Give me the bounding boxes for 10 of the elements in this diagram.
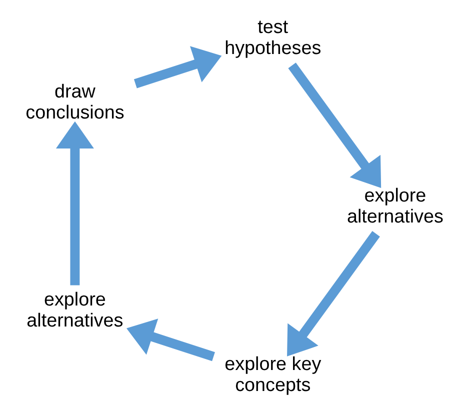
arrow (287, 231, 380, 356)
arrow (126, 318, 215, 362)
node-text: explore key concepts (224, 354, 322, 396)
node-text: test hypotheses (224, 16, 322, 60)
node-text: explore alternatives (26, 289, 124, 332)
arrow (134, 46, 222, 88)
arrow (56, 121, 94, 286)
arrow (288, 62, 382, 188)
node-text: draw conclusions (26, 81, 124, 124)
node-text: explore alternatives (346, 185, 444, 228)
